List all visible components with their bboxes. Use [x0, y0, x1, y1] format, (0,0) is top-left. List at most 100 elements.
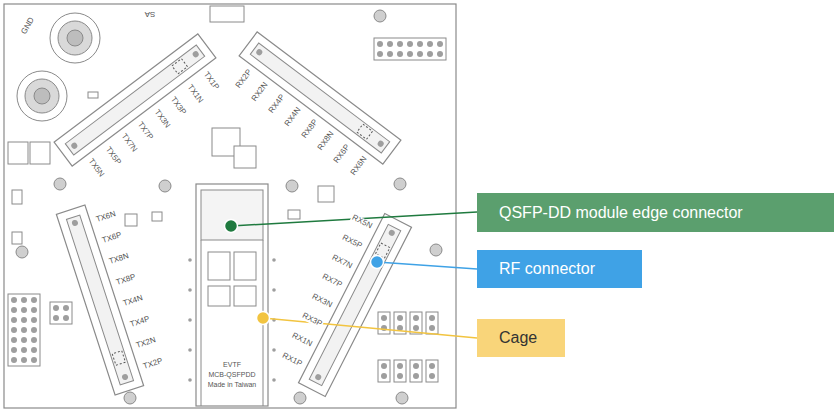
screw-terminal [50, 13, 100, 63]
signal-name: TX7N [119, 132, 139, 155]
cage-rail [201, 240, 202, 406]
pin-header [8, 294, 40, 366]
signal-name: TX4P [128, 315, 151, 329]
component [152, 212, 162, 221]
signal-name: RX8P [299, 117, 319, 140]
cage-pin [272, 378, 276, 382]
pin-header [374, 38, 446, 60]
signal-name: RX7N [330, 253, 354, 271]
component [125, 214, 137, 226]
signal-name: TX4N [121, 294, 145, 309]
signal-name: RX5P [340, 233, 364, 251]
signal-name: TX6N [94, 210, 118, 225]
mounting-hole [374, 10, 386, 22]
callout-dot [225, 220, 238, 233]
silkscreen-text: GND [20, 15, 37, 36]
mounting-hole [294, 392, 306, 404]
rf-connector-strip [239, 32, 401, 164]
mounting-hole [54, 178, 66, 190]
cage-clip [234, 286, 256, 306]
signal-name: TX7P [136, 120, 156, 142]
cage-pin [188, 258, 192, 262]
signal-name: RX1N [290, 331, 314, 349]
cage-pin [188, 318, 192, 322]
cage-outline [196, 184, 268, 406]
silkscreen-text: EVTF [222, 361, 242, 368]
signal-name: TX1N [185, 82, 205, 105]
rf-connector-leader [377, 262, 477, 269]
mounting-hole [396, 392, 408, 404]
component [210, 6, 244, 22]
mounting-hole [124, 392, 136, 404]
module-edge-connector [201, 190, 263, 240]
jumper-block [410, 360, 422, 382]
signal-name: RX5N [350, 213, 374, 231]
signal-name: TX8P [114, 273, 137, 287]
jumper-block [426, 360, 438, 382]
cage-clip [208, 252, 230, 280]
signal-name: RX3P [300, 312, 324, 330]
cage-clip [234, 252, 256, 280]
signal-name: TX1P [201, 70, 221, 92]
board-outline [4, 4, 456, 408]
signal-name: TX2N [135, 335, 159, 350]
signal-name: RX2P [234, 68, 254, 91]
component [234, 146, 256, 168]
cage-pin [272, 348, 276, 352]
callout-box: QSFP-DD module edge connector [477, 193, 834, 232]
signal-name: RX3N [310, 292, 334, 310]
signal-name: RX4N [283, 105, 303, 128]
component [88, 92, 98, 98]
silkscreen-text: Made in Taiwan [207, 381, 258, 388]
mounting-hole [394, 178, 406, 190]
cage-pin [188, 288, 192, 292]
signal-name: TX8N [107, 252, 131, 267]
mounting-hole [286, 180, 298, 192]
signal-name: RX7P [320, 272, 344, 290]
cage-pin [188, 348, 192, 352]
rf-connector-strip [54, 34, 216, 166]
mounting-hole [159, 180, 171, 192]
cage-pin [272, 288, 276, 292]
component [288, 210, 300, 219]
cage-pin [188, 378, 192, 382]
cage-pin [272, 258, 276, 262]
signal-name: RX2N [250, 80, 270, 103]
callout-box: Cage [477, 319, 565, 357]
silkscreen-text: MCB-QSFPDD [207, 371, 256, 378]
signal-name: TX5P [103, 145, 123, 167]
signal-name: RX1P [280, 351, 304, 369]
callout-dot [257, 312, 270, 325]
screw-terminal [17, 71, 67, 121]
jumper-block [426, 312, 438, 334]
signal-name: RX6P [332, 142, 352, 165]
mounting-hole [430, 244, 442, 256]
callout-label: Cage [499, 328, 537, 347]
pin-header [50, 302, 72, 324]
component [8, 142, 28, 164]
jumper-block [378, 360, 390, 382]
signal-name: TX3N [152, 107, 172, 130]
signal-name: RX8N [316, 130, 336, 153]
cage-clip [208, 286, 230, 306]
component [318, 186, 334, 202]
jumper-block [378, 312, 390, 334]
signal-name: TX5N [86, 157, 106, 180]
jumper-block [410, 312, 422, 334]
mounting-hole [16, 246, 28, 258]
silkscreen-text: SA [144, 10, 157, 18]
component [30, 142, 50, 164]
signal-name: RX6N [349, 154, 369, 177]
component [12, 232, 22, 244]
signal-name: TX2P [142, 356, 165, 370]
signal-name: RX4P [267, 93, 287, 116]
component [12, 190, 22, 204]
callout-label: RF connector [499, 259, 595, 278]
signal-name: TX6P [101, 231, 124, 245]
callout-box: RF connector [477, 250, 642, 288]
callout-dot [371, 256, 384, 269]
signal-name: TX3P [168, 95, 188, 117]
callout-label: QSFP-DD module edge connector [499, 203, 743, 222]
rf-connector-strip [299, 214, 412, 397]
